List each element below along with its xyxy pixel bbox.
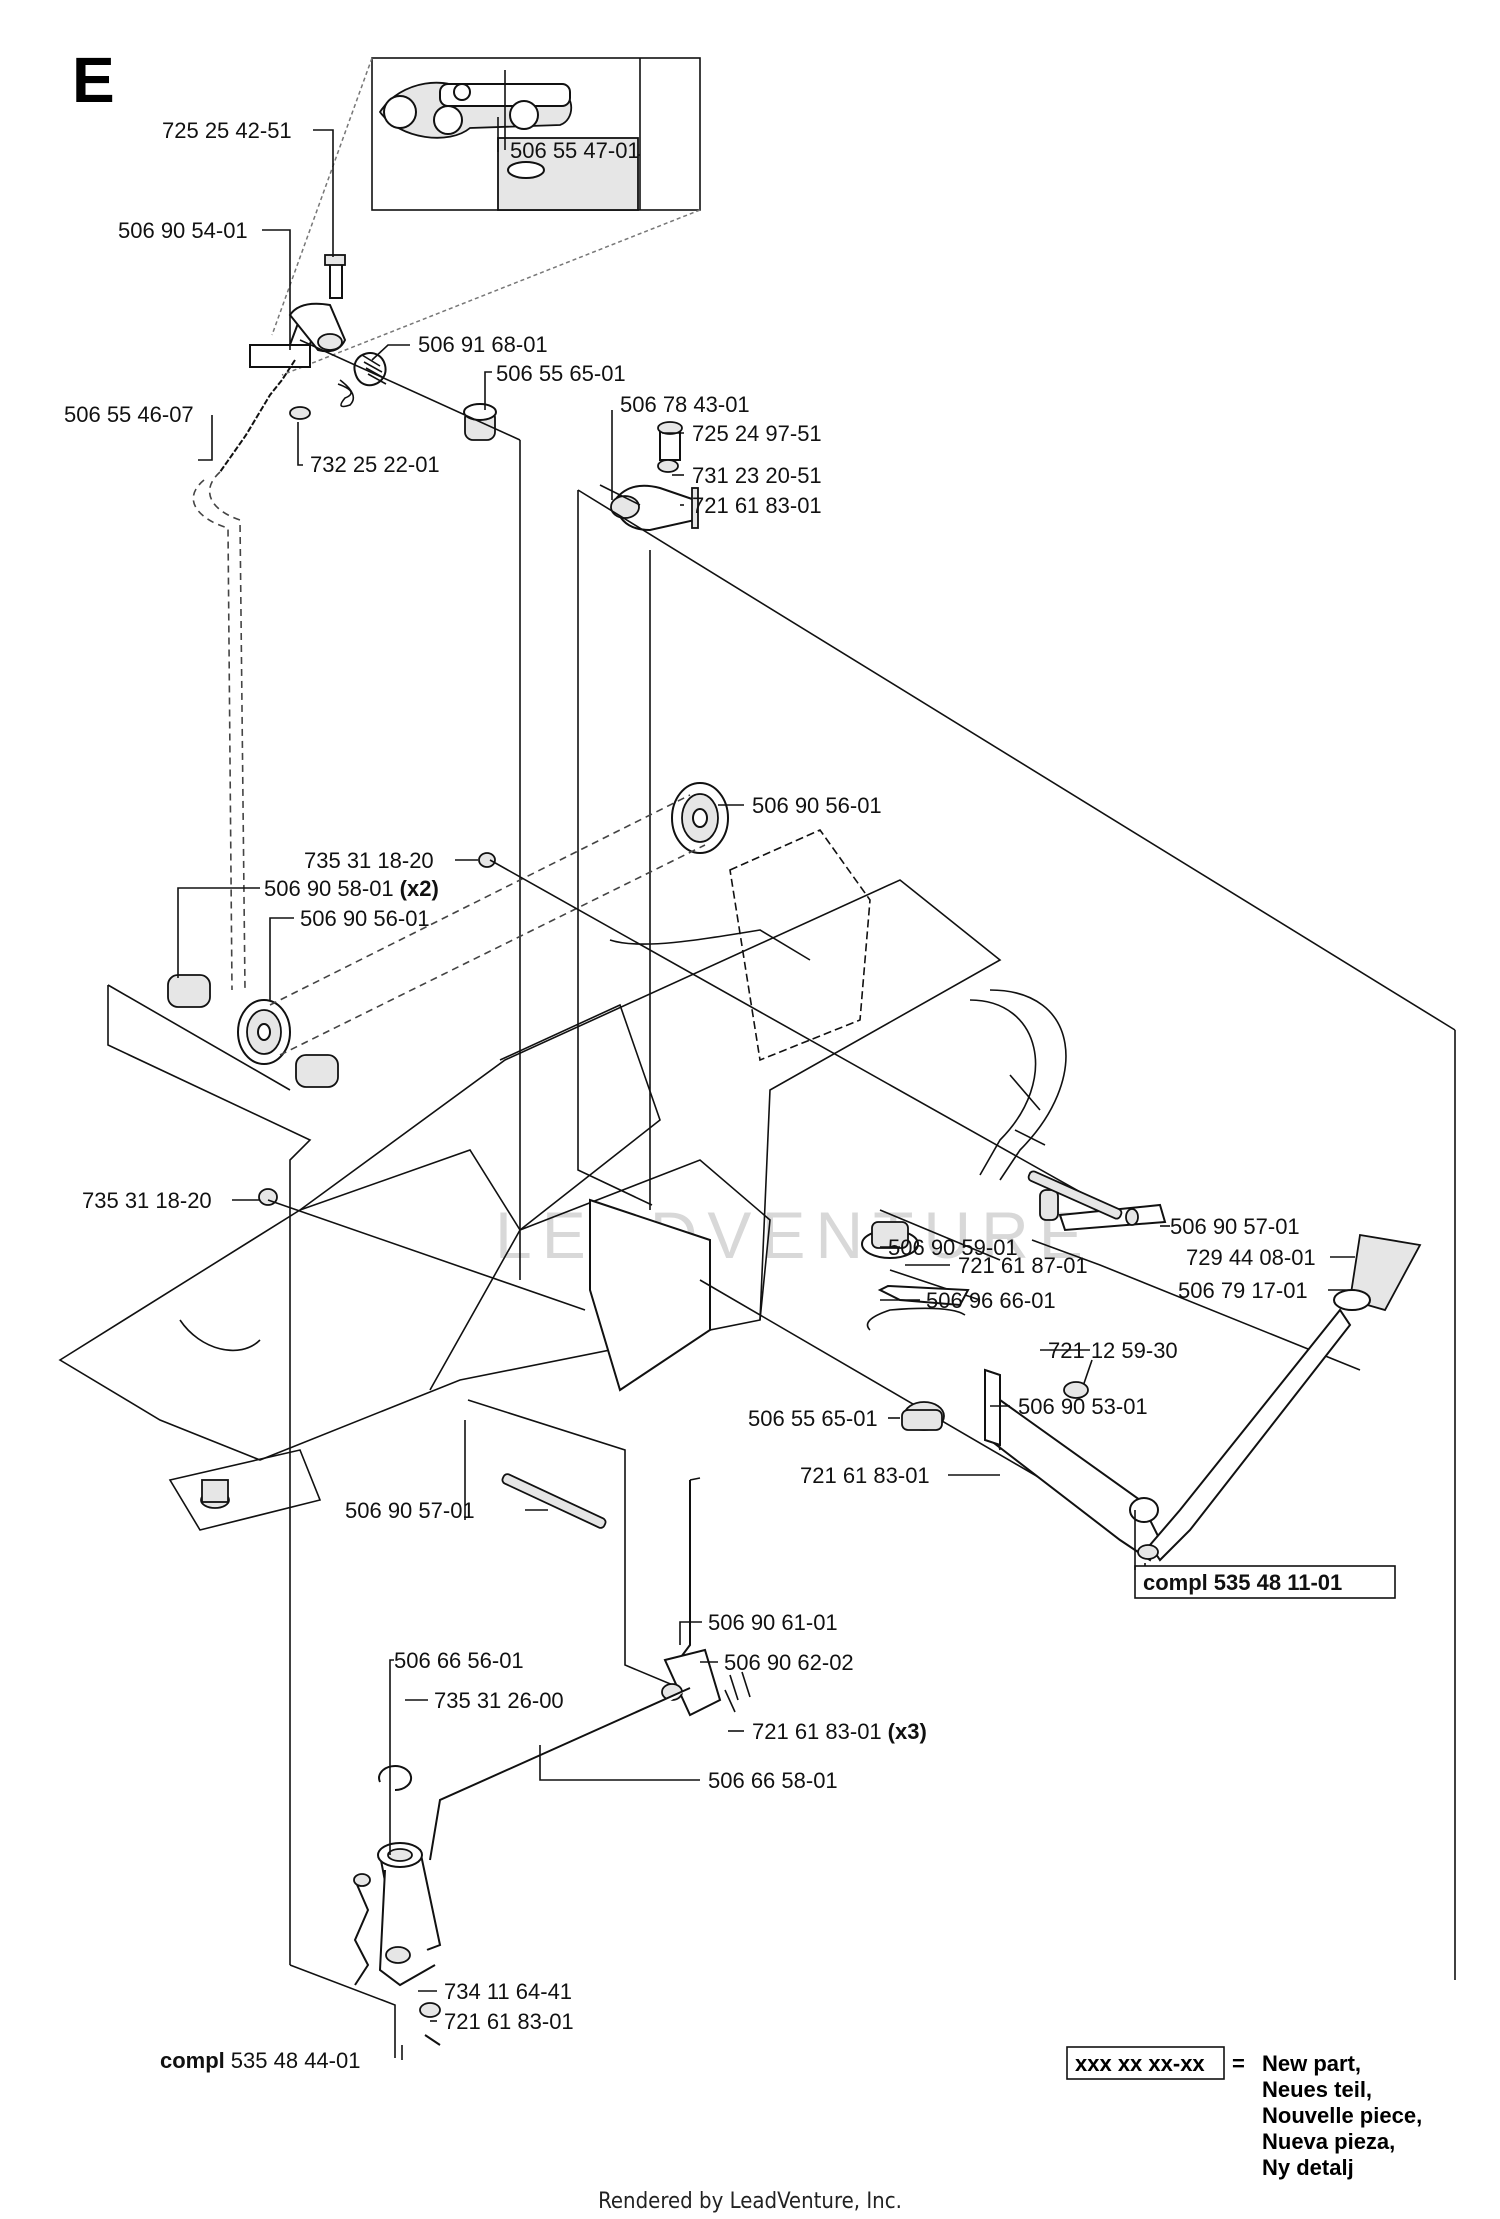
label-721-61-87-01: 721 61 87-01 <box>958 1253 1088 1278</box>
detail-inset <box>271 57 701 376</box>
footer-credit: Rendered by LeadVenture, Inc. <box>598 2189 902 2214</box>
legend-line-4: Nueva pieza, <box>1262 2129 1395 2154</box>
label-721-61-83-01-x3-number: 721 61 83-01 <box>752 1719 882 1744</box>
label-506-66-58-01: 506 66 58-01 <box>708 1768 838 1793</box>
label-506-90-56-01-right: 506 90 56-01 <box>752 793 882 818</box>
label-734-11-64-41: 734 11 64-41 <box>444 1979 572 2004</box>
compl-number-2: 535 48 44-01 <box>231 2048 361 2073</box>
label-506-55-47-01: 506 55 47-01 <box>510 138 640 163</box>
label-506-90-56-01-left: 506 90 56-01 <box>300 906 430 931</box>
label-506-90-61-01: 506 90 61-01 <box>708 1610 838 1635</box>
legend: xxx xx xx-xx = New part, Neues teil, Nou… <box>1066 2046 1422 2180</box>
legend-line-3: Nouvelle piece, <box>1262 2103 1422 2128</box>
legend-line-2: Neues teil, <box>1262 2077 1372 2102</box>
label-506-91-68-01: 506 91 68-01 <box>418 332 548 357</box>
label-731-23-20-51: 731 23 20-51 <box>692 463 822 488</box>
compl-prefix-1: compl <box>1143 1570 1208 1595</box>
section-letter: E <box>72 44 115 116</box>
label-735-31-26-00: 735 31 26-00 <box>434 1688 564 1713</box>
label-725-25-42-51: 725 25 42-51 <box>162 118 292 143</box>
compl-prefix-2: compl <box>160 2048 225 2073</box>
label-506-90-57-01-left: 506 90 57-01 <box>345 1498 475 1523</box>
label-732-25-22-01: 732 25 22-01 <box>310 452 440 477</box>
lift-lever-assembly <box>699 1189 1422 1570</box>
label-721-61-83-01-mid: 721 61 83-01 <box>800 1463 930 1488</box>
main-frame <box>58 829 1067 1531</box>
label-721-61-83-01-top: 721 61 83-01 <box>692 493 822 518</box>
label-735-31-18-20-left: 735 31 18-20 <box>82 1188 212 1213</box>
chain-assembly <box>192 254 521 1280</box>
label-721-61-83-01-x3: 721 61 83-01(x3) <box>752 1719 927 1744</box>
label-506-96-66-01: 506 96 66-01 <box>926 1288 1056 1313</box>
label-506-90-58-01-qty: (x2) <box>400 876 439 901</box>
pedal-assembly <box>289 1335 751 2058</box>
label-729-44-08-01: 729 44 08-01 <box>1186 1245 1316 1270</box>
pulleys <box>107 782 1131 1335</box>
label-506-90-58-01-number: 506 90 58-01 <box>264 876 394 901</box>
label-506-90-58-01: 506 90 58-01(x2) <box>264 876 439 901</box>
upper-bracket-assembly <box>577 421 1456 1980</box>
label-506-90-57-01-right: 506 90 57-01 <box>1170 1214 1300 1239</box>
label-506-90-54-01: 506 90 54-01 <box>118 218 248 243</box>
compl-number-1: 535 48 11-01 <box>1214 1570 1342 1595</box>
label-506-66-56-01: 506 66 56-01 <box>394 1648 524 1673</box>
label-725-24-97-51: 725 24 97-51 <box>692 421 822 446</box>
label-721-12-59-30: 721 12 59-30 <box>1048 1338 1178 1363</box>
label-721-61-83-01-bottom: 721 61 83-01 <box>444 2009 574 2034</box>
label-506-79-17-01: 506 79 17-01 <box>1178 1278 1308 1303</box>
label-506-90-62-02: 506 90 62-02 <box>724 1650 854 1675</box>
shaft-lower-left <box>501 1473 607 1529</box>
legend-box-text: xxx xx xx-xx <box>1075 2051 1205 2076</box>
label-506-55-46-07: 506 55 46-07 <box>64 402 194 427</box>
part-labels: 725 25 42-51 506 55 47-01 506 90 54-01 5… <box>64 118 1396 2073</box>
legend-line-1: New part, <box>1262 2051 1361 2076</box>
legend-line-5: Ny detalj <box>1262 2155 1354 2180</box>
label-506-90-53-01: 506 90 53-01 <box>1018 1394 1148 1419</box>
label-506-90-59-01: 506 90 59-01 <box>888 1235 1018 1260</box>
label-735-31-18-20-top: 735 31 18-20 <box>304 848 434 873</box>
shaft-upper-right <box>1027 1170 1123 1220</box>
compl-535-48-11-01-box <box>1134 1565 1396 1599</box>
legend-box <box>1066 2046 1225 2080</box>
label-506-55-65-01-top: 506 55 65-01 <box>496 361 626 386</box>
label-721-61-83-01-x3-qty: (x3) <box>888 1719 927 1744</box>
label-506-78-43-01: 506 78 43-01 <box>620 392 750 417</box>
label-506-55-65-01-mid: 506 55 65-01 <box>748 1406 878 1431</box>
legend-equals: = <box>1232 2051 1245 2076</box>
